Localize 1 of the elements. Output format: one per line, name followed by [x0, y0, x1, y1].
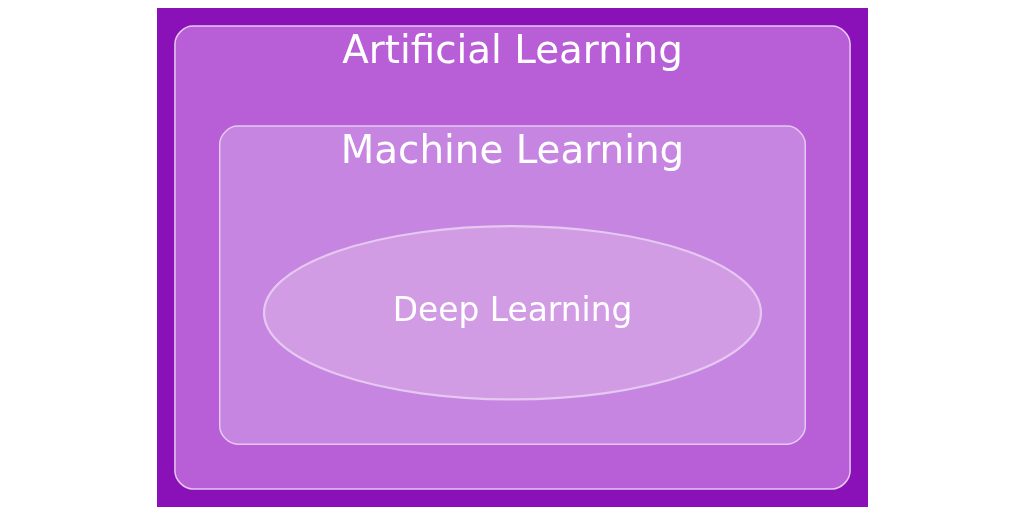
node-ellipse: Deep Learning	[262, 225, 762, 401]
